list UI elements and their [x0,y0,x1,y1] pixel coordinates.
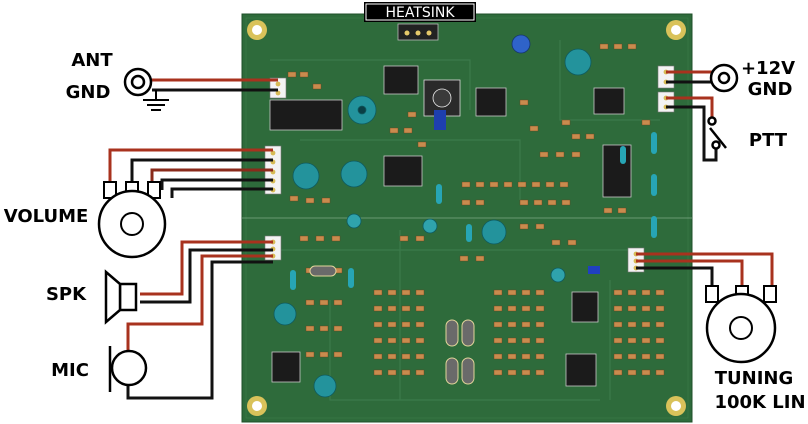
heatsink-regulator [397,23,439,41]
wire-mic-black [126,260,273,400]
wire-volume-red [108,148,273,182]
label-ant-gnd: GND [66,82,111,103]
wire-tuning-red-2 [636,259,744,286]
label-power-gnd: GND [748,79,793,100]
heatsink-label-box: HEATSINK [364,2,476,22]
label-spk: SPK [46,284,87,305]
label-ant: ANT [71,50,113,71]
power-jack-icon [709,63,739,93]
speaker-icon [104,269,138,325]
wire-spk-red [140,240,273,296]
mounting-hole-br [666,396,686,416]
connector-power [657,65,675,89]
pcb-board [241,13,693,423]
wire-ptt-red [666,96,714,118]
connector-ant [269,77,287,99]
label-volume: VOLUME [4,206,89,227]
heatsink-label: HEATSINK [385,5,455,21]
connector-ptt [657,91,675,113]
wire-spk-black [140,248,273,304]
wire-volume-black-1 [130,158,273,182]
ic-chips [269,65,632,387]
label-tuning: TUNING [715,368,794,389]
crystals [309,265,475,385]
axial-capacitors [290,132,657,290]
microphone-icon [108,346,148,392]
mounting-hole-tl [247,20,267,40]
ptt-switch-icon [707,116,727,150]
tuning-potentiometer-icon [705,285,777,364]
smd-components [287,43,651,262]
antenna-jack-icon [123,67,153,97]
mounting-hole-bl [247,396,267,416]
wire-volume-black-2 [160,178,273,190]
wire-mic-red [126,254,273,350]
label-power: +12V [741,58,795,79]
label-mic: MIC [51,360,89,381]
wire-volume-black-3 [170,187,273,198]
ground-symbol-icon [143,90,169,111]
wire-tuning-red-1 [636,252,774,286]
volume-potentiometer-icon [97,181,167,259]
wire-ptt-black [666,105,718,162]
electrolytic-capacitors [273,48,592,398]
trimmer-potentiometer [423,79,461,130]
mounting-hole-tr [666,20,686,40]
blue-smd-cap [588,266,600,274]
label-tuning-value: 100K LIN [714,392,805,413]
label-ptt: PTT [749,130,788,151]
blue-trimmer [511,34,531,54]
smd-array-lower [305,267,665,376]
wire-volume-brown [150,168,273,182]
wire-tuning-black [636,266,714,290]
